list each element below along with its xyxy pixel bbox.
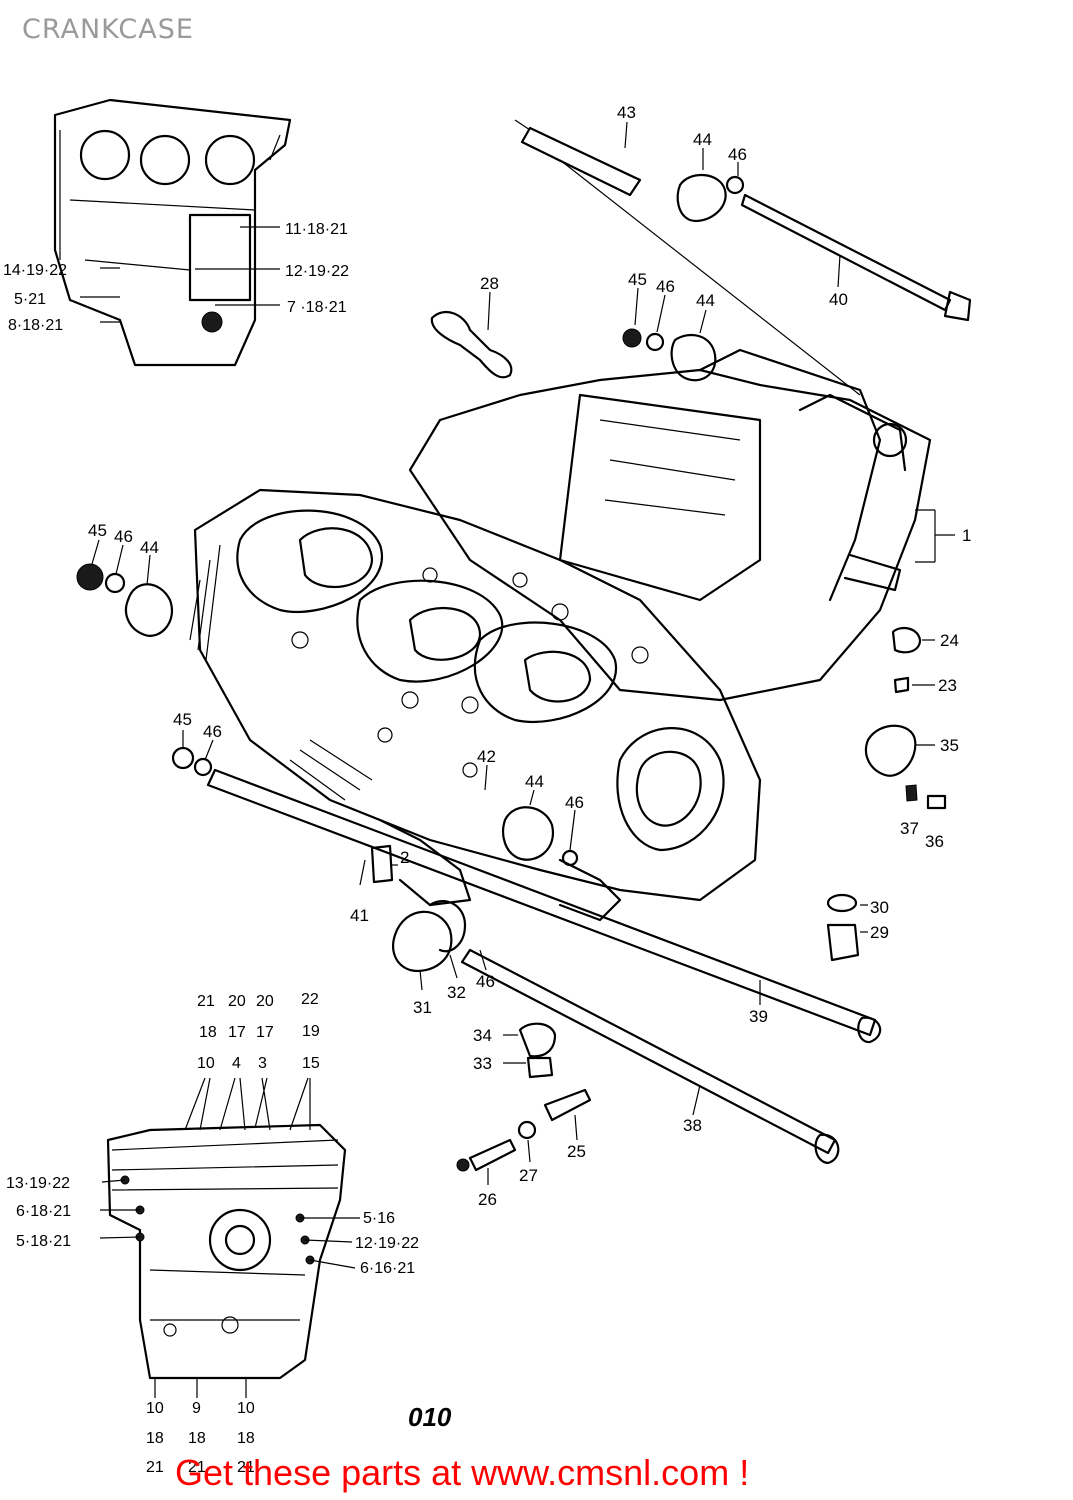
callout: 26 bbox=[478, 1190, 497, 1209]
inset-label: 21 bbox=[188, 1459, 206, 1476]
callout: 39 bbox=[749, 1007, 768, 1026]
inset-label: 20 bbox=[228, 993, 246, 1010]
top-inset-label: 11·18·21 bbox=[285, 221, 348, 238]
callout: 25 bbox=[567, 1142, 586, 1161]
inset-label: 13·19·22 bbox=[6, 1175, 70, 1192]
part-31-drain-plug bbox=[392, 899, 467, 973]
callout: 43 bbox=[617, 103, 636, 122]
part-2-dowel bbox=[370, 844, 394, 884]
callout: 46 bbox=[728, 145, 747, 164]
callout: 24 bbox=[940, 631, 959, 650]
top-inset-label: 7 ·18·21 bbox=[287, 299, 347, 316]
part-middle-spacer bbox=[501, 806, 579, 867]
callout: 45 bbox=[88, 521, 107, 540]
callout: 44 bbox=[696, 291, 715, 310]
inset-label: 9 bbox=[192, 1400, 201, 1417]
diagram-title: CRANKCASE bbox=[22, 14, 194, 45]
part-lower-fittings bbox=[456, 1022, 592, 1172]
part-left-mount-set bbox=[76, 563, 173, 637]
callout: 45 bbox=[173, 710, 192, 729]
inset-label: 21 bbox=[237, 1459, 255, 1476]
main-crankcase-assembly bbox=[189, 348, 932, 922]
top-inset-label: 14·19·22 bbox=[3, 262, 67, 279]
inset-label: 19 bbox=[302, 1023, 320, 1040]
callout: 46 bbox=[565, 793, 584, 812]
inset-label: 12·19·22 bbox=[355, 1235, 419, 1252]
callout: 34 bbox=[473, 1026, 492, 1045]
inset-label: 18 bbox=[199, 1024, 217, 1041]
part-29-plug bbox=[826, 893, 860, 962]
inset-label: 22 bbox=[301, 991, 319, 1008]
callout: 27 bbox=[519, 1166, 538, 1185]
inset-label: 6·16·21 bbox=[360, 1260, 415, 1277]
callout: 36 bbox=[925, 832, 944, 851]
inset-label: 21 bbox=[146, 1459, 164, 1476]
callout: 44 bbox=[140, 538, 159, 557]
leader-lines bbox=[91, 121, 955, 1185]
callout: 29 bbox=[870, 923, 889, 942]
inset-label: 6·18·21 bbox=[16, 1203, 71, 1220]
callout: 42 bbox=[477, 747, 496, 766]
inset-label: 17 bbox=[228, 1024, 246, 1041]
inset-label: 3 bbox=[258, 1055, 267, 1072]
inset-label: 15 bbox=[302, 1055, 320, 1072]
callout: 28 bbox=[480, 274, 499, 293]
inset-label: 17 bbox=[256, 1024, 274, 1041]
inset-label: 5·16 bbox=[363, 1210, 395, 1227]
part-right-small-parts bbox=[864, 626, 947, 810]
callout: 45 bbox=[628, 270, 647, 289]
top-inset-crankcase: 11·18·21 14·19·22 12·19·22 5·21 7 ·18·21… bbox=[3, 98, 349, 367]
inset-label: 21 bbox=[197, 993, 215, 1010]
inset-label: 18 bbox=[188, 1430, 206, 1447]
callout: 30 bbox=[870, 898, 889, 917]
callout: 1 bbox=[962, 526, 971, 545]
callout: 37 bbox=[900, 819, 919, 838]
part-upper-mount-set bbox=[622, 328, 717, 382]
callout: 40 bbox=[829, 290, 848, 309]
inset-label: 4 bbox=[232, 1055, 241, 1072]
part-lower-left-nuts bbox=[171, 746, 213, 777]
inset-label: 10 bbox=[197, 1055, 215, 1072]
callout: 46 bbox=[476, 972, 495, 991]
part-28-bracket bbox=[430, 311, 513, 379]
part-39-through-bolt bbox=[206, 768, 882, 1044]
diagram-code: 010 bbox=[408, 1402, 452, 1432]
part-38-long-bolt bbox=[460, 948, 840, 1165]
callout: 2 bbox=[400, 848, 409, 867]
callout-numbers: 43 44 46 40 28 45 46 44 1 45 46 44 24 23… bbox=[88, 103, 971, 1209]
inset-label: 18 bbox=[146, 1430, 164, 1447]
top-inset-label: 5·21 bbox=[14, 291, 46, 308]
top-inset-label: 12·19·22 bbox=[285, 263, 349, 280]
inset-label: 5·18·21 bbox=[16, 1233, 71, 1250]
callout: 46 bbox=[656, 277, 675, 296]
inset-label: 10 bbox=[146, 1400, 164, 1417]
callout: 32 bbox=[447, 983, 466, 1002]
callout: 38 bbox=[683, 1116, 702, 1135]
callout: 44 bbox=[525, 772, 544, 791]
bottom-inset-crankcase: 21 18 10 20 17 4 20 17 3 22 19 15 13·19·… bbox=[6, 991, 419, 1476]
part-43-sleeve bbox=[514, 119, 861, 396]
footer-link-text[interactable]: Get these parts at www.cmsnl.com ! bbox=[175, 1452, 750, 1493]
callout: 23 bbox=[938, 676, 957, 695]
callout: 33 bbox=[473, 1054, 492, 1073]
callout: 41 bbox=[350, 906, 369, 925]
inset-label: 20 bbox=[256, 993, 274, 1010]
inset-label: 10 bbox=[237, 1400, 255, 1417]
part-40-long-bolt bbox=[676, 173, 972, 322]
callout: 46 bbox=[203, 722, 222, 741]
callout: 35 bbox=[940, 736, 959, 755]
callout: 46 bbox=[114, 527, 133, 546]
top-inset-label: 8·18·21 bbox=[8, 317, 63, 334]
callout: 31 bbox=[413, 998, 432, 1017]
callout: 44 bbox=[693, 130, 712, 149]
inset-label: 18 bbox=[237, 1430, 255, 1447]
